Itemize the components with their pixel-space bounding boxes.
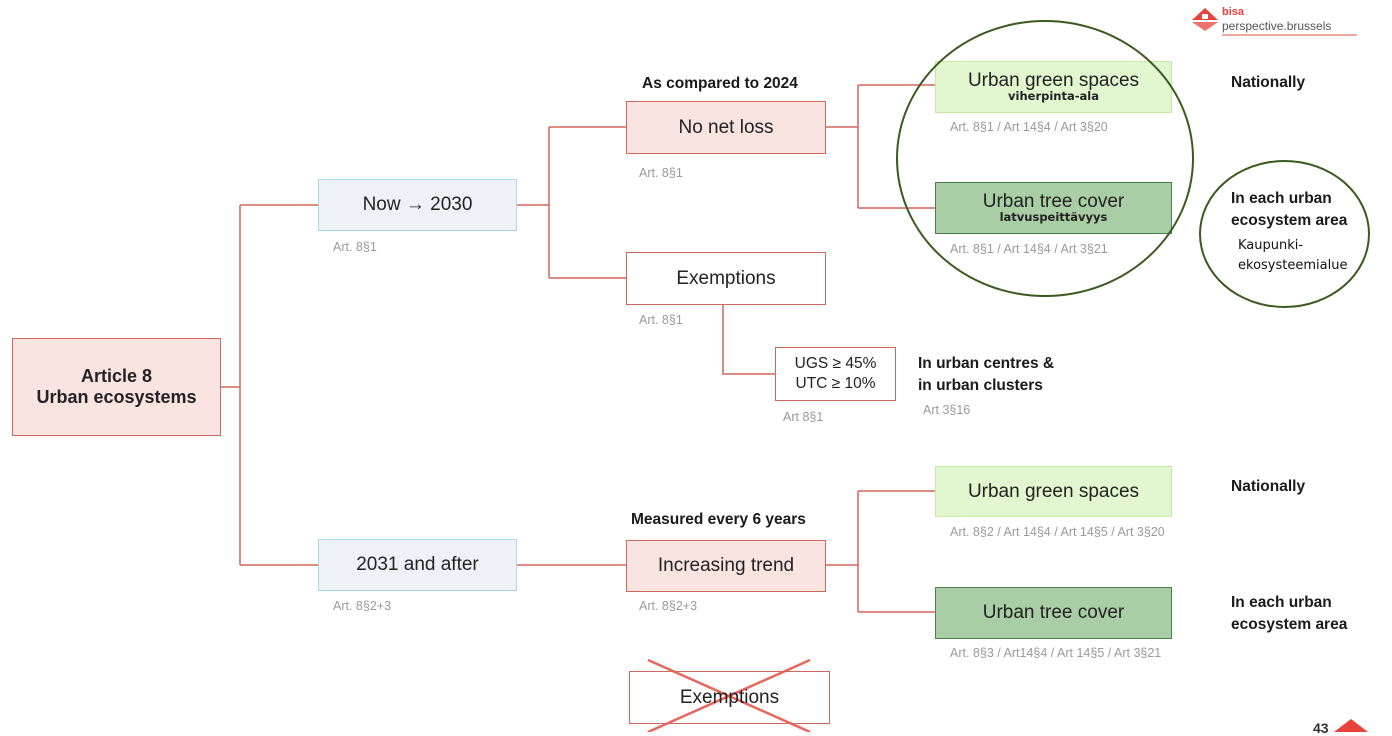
connector-no-net-loss (826, 84, 935, 209)
measure-note: Measured every 6 years (631, 511, 806, 528)
bisa-logo: bisa perspective.brussels (1190, 6, 1357, 37)
period-now-2030-label: Now → 2030 (362, 194, 473, 215)
urban-tree-cover-label-lower: Urban tree cover (982, 602, 1125, 623)
urban-tree-cover-ref-lower: Art. 8§3 / Art14§4 / Art 14§5 / Art 3§21 (950, 646, 1162, 660)
tree-scope-lower: In each urban ecosystem area (1231, 592, 1347, 636)
green-scope-upper: Nationally (1231, 74, 1306, 91)
period-now-2030: Now → 2030 (318, 179, 517, 231)
period-now-2030-ref: Art. 8§1 (333, 240, 377, 254)
increasing-trend-node: Increasing trend (626, 540, 826, 592)
thresholds-ref: Art 8§1 (783, 410, 824, 424)
urban-green-spaces-node-lower: Urban green spaces (935, 466, 1172, 517)
urban-green-spaces-ref-lower: Art. 8§2 / Art 14§4 / Art 14§5 / Art 3§2… (950, 525, 1165, 539)
increasing-trend-label: Increasing trend (657, 555, 795, 576)
exemptions-node: Exemptions (626, 252, 826, 305)
no-net-loss-node: No net loss (626, 101, 826, 154)
highlight-circle-small (1199, 160, 1370, 308)
cross-mark (647, 658, 811, 732)
thresholds-note-line1: In urban centres & (918, 355, 1055, 372)
logo-name: bisa (1222, 6, 1245, 18)
connector-upper-period (517, 126, 626, 279)
thresholds-note: In urban centres & in urban clusters (918, 353, 1054, 397)
no-net-loss-label: No net loss (678, 116, 774, 138)
page-number: 43 (1313, 720, 1329, 736)
ugs-threshold: UGS ≥ 45% (794, 355, 877, 372)
logo-underline (1222, 34, 1357, 36)
thresholds-note-line2: in urban clusters (918, 377, 1043, 394)
logo-subtitle: perspective.brussels (1222, 19, 1332, 33)
period-2031-after-ref: Art. 8§2+3 (333, 599, 392, 613)
root-title: Article 8 (80, 366, 153, 386)
root-node: Article 8 Urban ecosystems (12, 338, 221, 436)
thresholds-note-ref: Art 3§16 (923, 403, 971, 417)
exemptions-crossed-node: Exemptions (629, 671, 830, 724)
exemptions-label: Exemptions (676, 267, 776, 289)
urban-tree-cover-node-lower: Urban tree cover (935, 587, 1172, 639)
green-scope-lower: Nationally (1231, 478, 1306, 495)
utc-threshold: UTC ≥ 10% (795, 375, 876, 392)
connector-root (220, 204, 318, 566)
no-net-loss-ref: Art. 8§1 (639, 166, 683, 180)
compare-note: As compared to 2024 (642, 75, 798, 92)
increasing-trend-ref: Art. 8§2+3 (639, 599, 698, 613)
logo-icon (1192, 8, 1218, 31)
highlight-circle-large (896, 20, 1194, 297)
page-corner-icon (1334, 719, 1368, 732)
thresholds-node: UGS ≥ 45% UTC ≥ 10% (775, 347, 896, 401)
connector-trend (826, 490, 935, 613)
period-2031-after-label: 2031 and after (356, 554, 479, 575)
connector-exemptions (722, 305, 775, 375)
exemptions-ref: Art. 8§1 (639, 313, 683, 327)
tree-scope-lower-line1: In each urban (1231, 594, 1332, 611)
urban-green-spaces-label-lower: Urban green spaces (967, 480, 1140, 502)
tree-scope-lower-line2: ecosystem area (1231, 616, 1348, 633)
period-2031-after: 2031 and after (318, 539, 517, 591)
root-subtitle: Urban ecosystems (36, 387, 197, 407)
exemptions-crossed-label: Exemptions (679, 686, 780, 708)
